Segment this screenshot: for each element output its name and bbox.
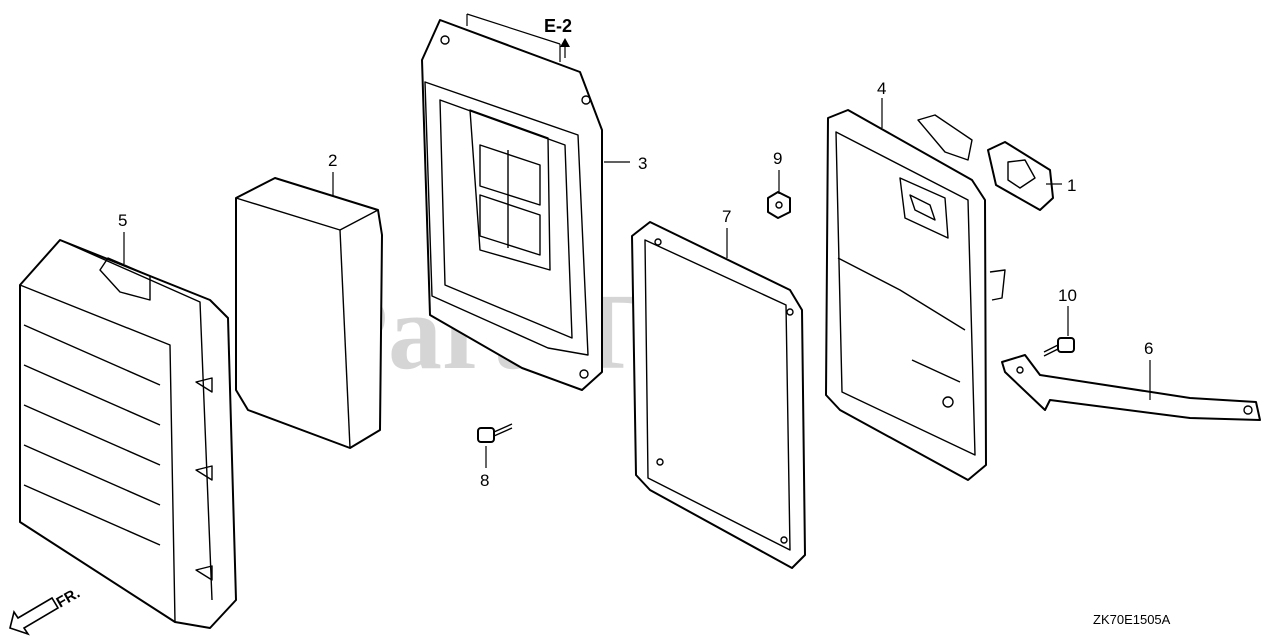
part-7-gasket[interactable] (631, 221, 806, 569)
callout-1[interactable]: 1 (1067, 176, 1076, 195)
part-3-air-cleaner-case[interactable] (421, 19, 603, 391)
callout-8[interactable]: 8 (480, 471, 489, 490)
reference-arrow-icon (560, 38, 570, 47)
part-6-bracket[interactable] (1001, 354, 1261, 421)
callout-3[interactable]: 3 (638, 154, 647, 173)
leader-lines (123, 13, 1151, 468)
part-8-bolt[interactable] (477, 423, 513, 443)
callout-6[interactable]: 6 (1144, 339, 1153, 358)
reference-label[interactable]: E-2 (544, 16, 572, 36)
part-4-air-cleaner-base[interactable] (825, 109, 1006, 481)
part-2-filter-element[interactable] (235, 177, 383, 449)
callout-9[interactable]: 9 (773, 149, 782, 168)
callout-10[interactable]: 10 (1058, 286, 1077, 305)
callout-4[interactable]: 4 (877, 79, 886, 98)
part-5-air-cleaner-cover[interactable] (19, 239, 237, 629)
front-direction-indicator: FR. (9, 585, 83, 636)
part-10-bolt[interactable] (1043, 337, 1075, 357)
drawing-code: ZK70E1505A (1093, 612, 1171, 627)
part-1-small-gasket[interactable] (987, 141, 1054, 211)
part-9-nut[interactable] (767, 191, 791, 219)
front-arrow-icon (9, 596, 60, 636)
callout-7[interactable]: 7 (722, 207, 731, 226)
callout-2[interactable]: 2 (328, 151, 337, 170)
callout-5[interactable]: 5 (118, 211, 127, 230)
